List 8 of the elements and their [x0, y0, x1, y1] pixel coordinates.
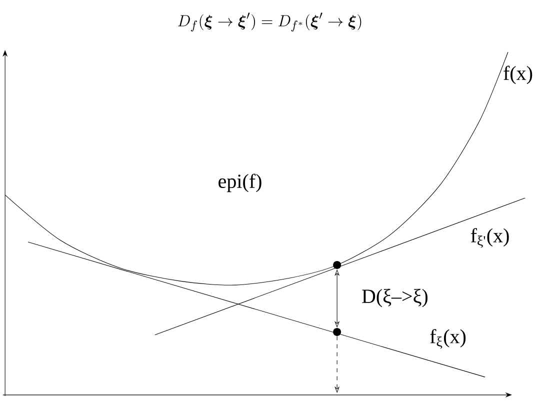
curve-label: f(x): [504, 66, 532, 84]
point-dot: [333, 261, 342, 270]
point-dot: [333, 328, 342, 336]
region-label: epi(f): [218, 174, 262, 192]
curve-label: f$_{ξ}$(x): [430, 329, 466, 349]
formula: $D_f(\boldsymbol{\xi} \to \boldsymbol{\xi}') = D_{f^*}(\boldsymbol{\xi}' \to \boldsymbol{\xi})$: [178, 12, 362, 32]
curve-label: f$_{ξ'}$(x): [470, 228, 509, 248]
edge-label: D(ξ–>ξ): [360, 288, 430, 308]
